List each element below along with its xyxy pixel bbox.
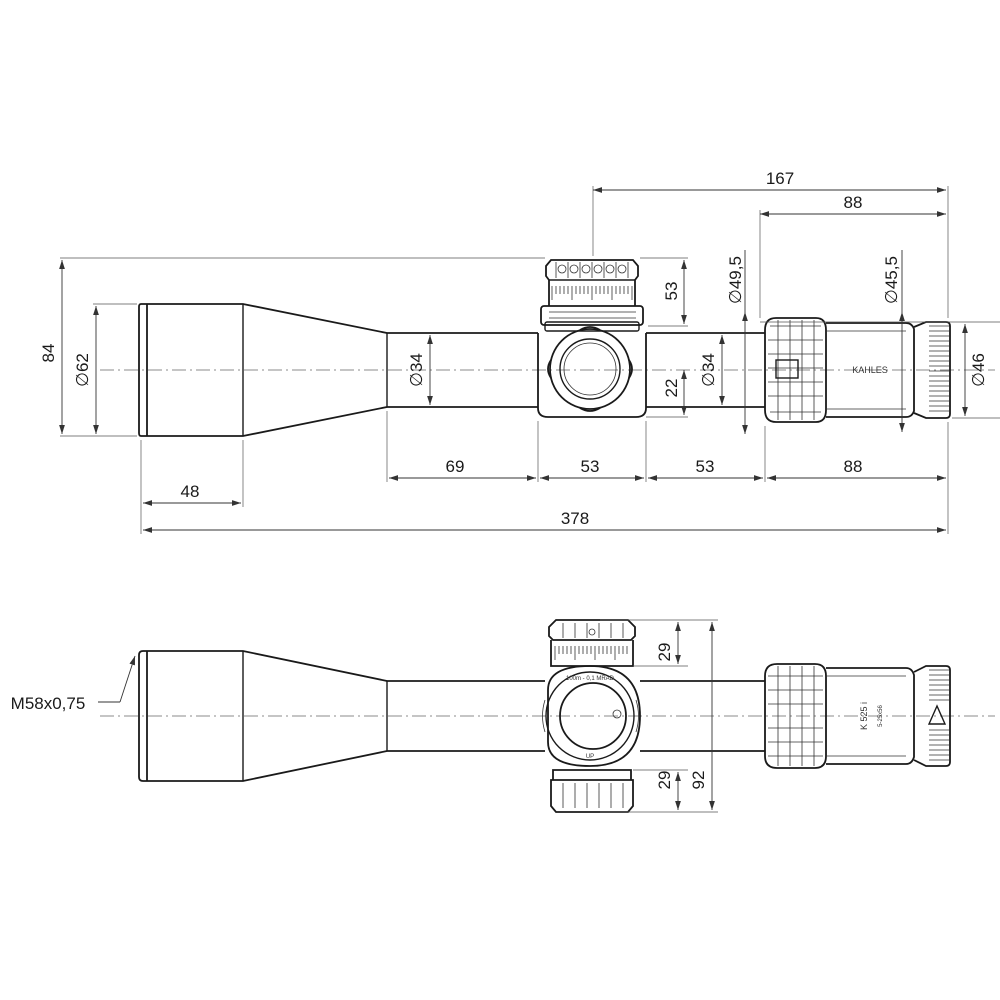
dim-zoom-ring-diameter: ∅49,5 xyxy=(726,256,745,304)
top-diopter-ring xyxy=(913,665,951,767)
diopter-ring-ridges xyxy=(929,325,949,412)
dim-eyepiece-length: 88 xyxy=(844,457,863,476)
turret-saddle xyxy=(537,305,647,418)
dim-main-tube-segment-1: 69 xyxy=(446,457,465,476)
dim-ocular-diameter: ∅45,5 xyxy=(882,256,901,304)
dim-lower-turret-height: 29 xyxy=(655,771,674,790)
dim-parallax-offset: 22 xyxy=(662,379,681,398)
main-tube-front xyxy=(386,332,538,408)
zoom-ring xyxy=(764,317,827,423)
dim-overall-width: 92 xyxy=(689,771,708,790)
elevation-turret xyxy=(545,259,639,306)
dim-elevation-turret-height: 53 xyxy=(662,282,681,301)
top-diopter-ridges xyxy=(929,669,949,761)
thread-label: M58x0,75 xyxy=(11,694,86,713)
side-dimension-lines xyxy=(59,187,968,533)
dim-eyepiece-diameter: ∅46 xyxy=(969,353,988,387)
top-dimension-lines xyxy=(675,622,715,810)
warning-triangle-icon xyxy=(927,704,947,725)
top-eyepiece-body: K 525 i 5-25x56 xyxy=(826,667,915,765)
brand-name: KAHLES xyxy=(852,365,888,375)
magnification: 5-25x56 xyxy=(878,704,884,726)
top-upper-turret xyxy=(548,619,636,667)
dim-tube-diameter-rear: ∅34 xyxy=(699,353,718,387)
dim-turret-block: 53 xyxy=(581,457,600,476)
top-objective-bell xyxy=(138,650,388,782)
side-dimension-labels: 167 88 84 ∅62 ∅34 53 22 ∅34 ∅49,5 ∅45,5 … xyxy=(39,169,988,528)
top-lower-turret xyxy=(550,769,634,813)
top-view: 100m - 0,1 MRAD UP K 525 i 5-25x56 xyxy=(11,619,995,813)
elevation-turret-grip-ridges xyxy=(555,262,629,278)
eyepiece-body: KAHLES xyxy=(826,322,915,418)
thread-callout: M58x0,75 xyxy=(11,655,136,713)
top-center-turret: 100m - 0,1 MRAD UP xyxy=(542,665,641,767)
turret-up-label: UP xyxy=(586,754,594,760)
dim-tube-diameter-front: ∅34 xyxy=(407,353,426,387)
top-main-tube xyxy=(386,680,765,752)
model-name: K 525 i xyxy=(859,702,869,730)
dim-main-tube-segment-2: 53 xyxy=(696,457,715,476)
dim-eyepiece-length-top: 88 xyxy=(844,193,863,212)
dim-upper-turret-height: 29 xyxy=(655,643,674,662)
dim-overall-height: 84 xyxy=(39,344,58,363)
top-extension-lines xyxy=(600,619,718,813)
dim-turret-to-end: 167 xyxy=(766,169,794,188)
top-turret-scale-ticks xyxy=(554,646,628,660)
dim-objective-diameter: ∅62 xyxy=(73,353,92,387)
dim-objective-bell-length: 48 xyxy=(181,482,200,501)
turret-ring-label: 100m - 0,1 MRAD xyxy=(566,676,615,682)
top-dimension-labels: 29 29 92 xyxy=(655,643,708,790)
objective-bell xyxy=(138,303,388,437)
side-extension-lines xyxy=(60,186,1000,534)
dim-overall-length: 378 xyxy=(561,509,589,528)
side-view: KAHLES xyxy=(39,169,1000,534)
side-parallax-turret xyxy=(547,326,633,412)
elevation-scale-ticks xyxy=(551,286,633,300)
